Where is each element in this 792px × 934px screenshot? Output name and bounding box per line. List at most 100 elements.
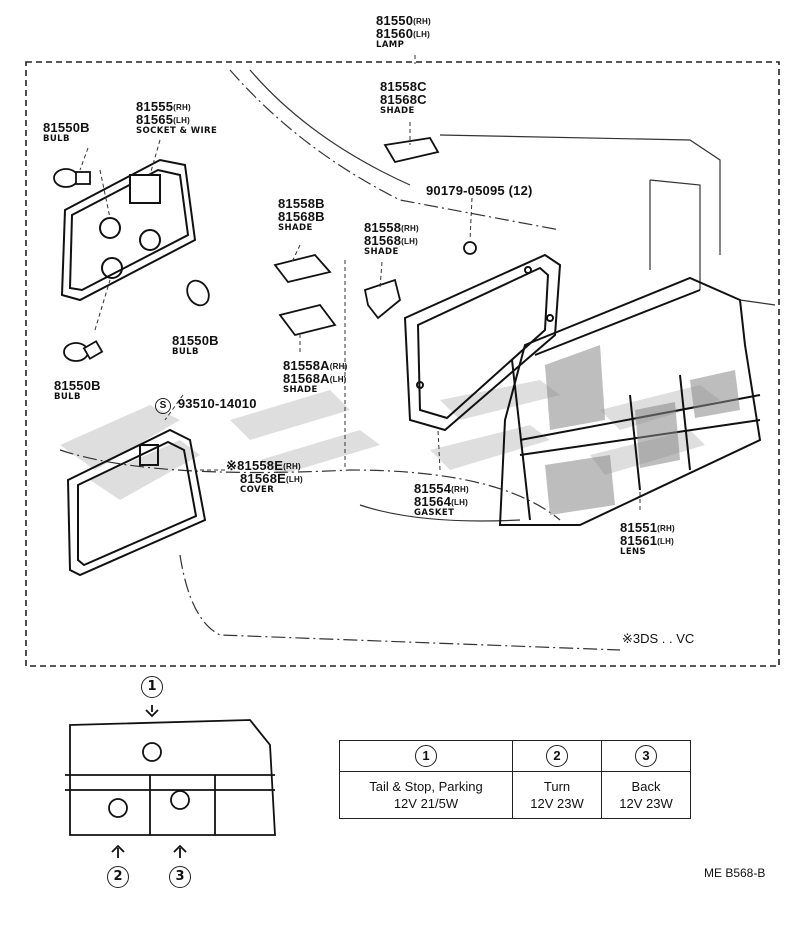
vehicle-body-outline <box>59 69 776 651</box>
socket-lh-suffix: (LH) <box>173 116 190 125</box>
bulb-mid-name: BULB <box>172 347 199 357</box>
lamp-pn-rh: 81550 <box>376 13 414 28</box>
leader-lines <box>79 55 641 510</box>
label-shade-main: 81558(RH) 81568(LH) SHADE <box>364 221 419 257</box>
bulb-cell-1: Tail & Stop, Parking 12V 21/5W <box>339 771 513 819</box>
shade-b-name: SHADE <box>278 223 313 233</box>
lens-name: LENS <box>620 547 647 557</box>
gasket-name: GASKET <box>414 508 455 518</box>
lens-texture <box>545 345 740 515</box>
bulb-2-use: Turn <box>543 779 571 794</box>
bolt-pn: 90179-05095 (12) <box>426 183 533 198</box>
label-shade-b: 81558B 81568B SHADE <box>278 197 325 233</box>
position-mark-2: 2 <box>107 866 129 888</box>
shade-a-name: SHADE <box>283 385 318 395</box>
bulb-cell-3: Back 12V 23W <box>601 771 691 819</box>
lamp-lh-suffix: (LH) <box>413 30 430 39</box>
shade-main-lh-suffix: (LH) <box>401 237 418 246</box>
bulb-mid-pn: 81550B <box>172 333 219 348</box>
shade-main-rh-suffix: (RH) <box>401 224 419 233</box>
socket-name: SOCKET & WIRE <box>136 126 218 136</box>
model-note: ※3DS . . VC <box>622 631 695 646</box>
bulb-table-body-row: Tail & Stop, Parking 12V 21/5W Turn 12V 23… <box>339 771 691 819</box>
position-2-icon: 2 <box>107 866 129 888</box>
position-mark-3: 3 <box>169 866 191 888</box>
shade-main-name: SHADE <box>364 247 399 257</box>
header-3-icon: 3 <box>635 745 657 767</box>
gasket-pn-rh: 81554 <box>414 481 452 496</box>
label-bolt: 90179-05095 (12) <box>426 184 533 197</box>
shade-b-pn2: 81568B <box>278 209 325 224</box>
socket-pn-lh: 81565 <box>136 112 174 127</box>
bulb-1-use: Tail & Stop, Parking <box>369 779 483 794</box>
cover-outline <box>66 428 207 577</box>
label-cover: ※81558E(RH) 81568E(LH) COVER <box>226 459 303 495</box>
shade-a-pn-rh: 81558A <box>283 358 330 373</box>
bulb-1-spec: 12V 21/5W <box>393 796 459 811</box>
position-3-icon: 3 <box>169 866 191 888</box>
label-bulb-bottom-left: 81550B BULB <box>54 379 101 402</box>
label-bulb-top-left: 81550B BULB <box>43 121 90 144</box>
lens-pn-rh: 81551 <box>620 520 658 535</box>
bulb-icons <box>53 168 210 362</box>
cover-name: COVER <box>240 485 275 495</box>
diagram-code: ME B568-B <box>704 866 766 880</box>
lamp-name: LAMP <box>376 40 405 50</box>
header-1-icon: 1 <box>415 745 437 767</box>
shade-a-lh-suffix: (LH) <box>329 375 347 384</box>
cover-pn-rh: ※81558E <box>226 458 284 473</box>
bulb-2-spec: 12V 23W <box>530 796 584 811</box>
shade-main-pn-rh: 81558 <box>364 220 402 235</box>
lens-pn-lh: 81561 <box>620 533 658 548</box>
bulb-table-header-2: 2 <box>512 740 602 772</box>
bulb-table-header-row: 1 2 3 <box>339 740 691 772</box>
bulb-spec-table: 1 2 3 Tail & Stop, Parking 12V 21/5W Turn… <box>339 740 691 819</box>
shade-parts <box>273 137 477 337</box>
cover-pn-lh: 81568E <box>240 471 287 486</box>
lamp-rh-suffix: (RH) <box>413 17 431 26</box>
shade-b-pn1: 81558B <box>278 196 325 211</box>
gasket-pn-lh: 81564 <box>414 494 452 509</box>
label-shade-c: 81558C 81568C SHADE <box>380 80 427 116</box>
label-gasket: 81554(RH) 81564(LH) GASKET <box>414 482 469 518</box>
socket-plate <box>60 158 197 302</box>
bulb-cell-2: Turn 12V 23W <box>512 771 602 819</box>
lens-rh-suffix: (RH) <box>657 524 675 533</box>
label-socket: 81555(RH) 81565(LH) SOCKET & WIRE <box>136 100 217 136</box>
lamp-position-diagram <box>65 705 276 858</box>
label-screw: S 93510-14010 <box>155 397 257 414</box>
bulb-bl-pn: 81550B <box>54 378 101 393</box>
label-lens: 81551(RH) 81561(LH) LENS <box>620 521 675 557</box>
bulb-tl-pn: 81550B <box>43 120 90 135</box>
bulb-bl-name: BULB <box>54 392 81 402</box>
label-lamp: 81550(RH) 81560(LH) LAMP <box>376 14 431 50</box>
lamp-pn-lh: 81560 <box>376 26 414 41</box>
header-2-icon: 2 <box>546 745 568 767</box>
lens-lh-suffix: (LH) <box>657 537 674 546</box>
shade-c-name: SHADE <box>380 106 415 116</box>
gasket-rh-suffix: (RH) <box>451 485 469 494</box>
gasket-lh-suffix: (LH) <box>451 498 468 507</box>
shade-c-pn2: 81568C <box>380 92 427 107</box>
bulb-3-spec: 12V 23W <box>619 796 673 811</box>
shade-a-rh-suffix: (RH) <box>329 362 348 371</box>
screw-pn: 93510-14010 <box>177 396 257 411</box>
position-mark-1: 1 <box>141 676 163 698</box>
label-shade-a: 81558A(RH) 81568A(LH) SHADE <box>283 359 347 395</box>
bulb-table-header-1: 1 <box>339 740 513 772</box>
shade-main-pn-lh: 81568 <box>364 233 402 248</box>
screw-mark-icon: S <box>155 398 171 414</box>
bulb-3-use: Back <box>631 779 661 794</box>
assembly-frame <box>25 61 780 667</box>
bulb-table-header-3: 3 <box>601 740 691 772</box>
gasket-outline <box>403 253 562 432</box>
position-1-icon: 1 <box>141 676 163 698</box>
cover-lh-suffix: (LH) <box>286 475 303 484</box>
cover-rh-suffix: (RH) <box>283 462 301 471</box>
shade-a-pn-lh: 81568A <box>283 371 330 386</box>
bulb-tl-name: BULB <box>43 134 70 144</box>
socket-pn-rh: 81555 <box>136 99 174 114</box>
label-bulb-mid: 81550B BULB <box>172 334 219 357</box>
socket-rh-suffix: (RH) <box>173 103 191 112</box>
